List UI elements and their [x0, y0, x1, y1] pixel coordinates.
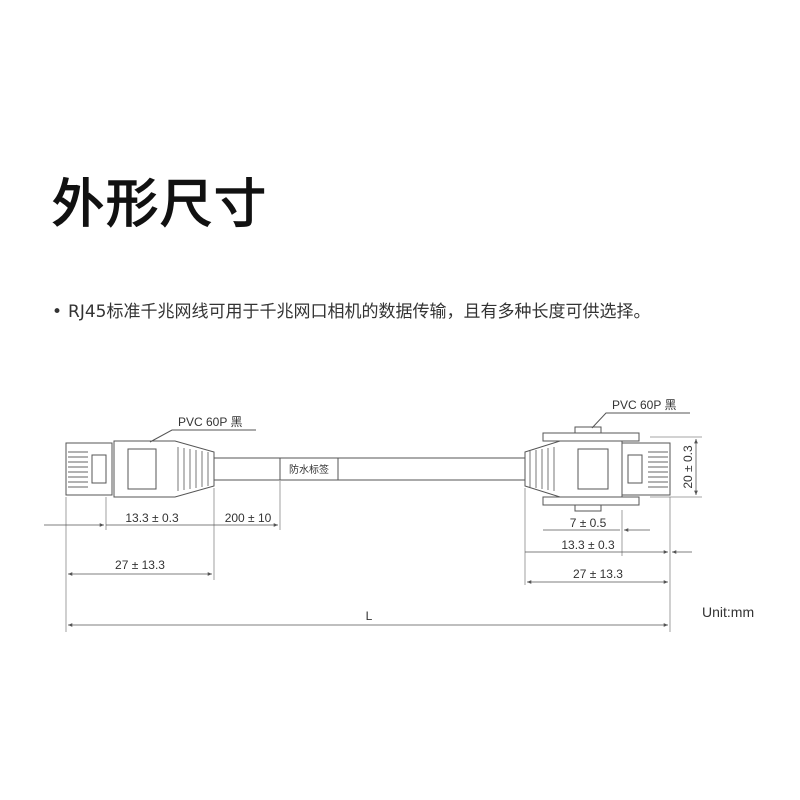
waterproof-label-tag [279, 457, 339, 481]
dim-right-boot-text: 13.3 ± 0.3 [561, 538, 615, 552]
dim-height-text: 20 ± 0.3 [681, 445, 695, 489]
dim-length-text: L [366, 609, 373, 623]
dim-label-offset-text: 200 ± 10 [225, 511, 272, 525]
bullet-marker: • [52, 302, 63, 322]
description-bullet: •RJ45标准千兆网线可用于千兆网口相机的数据传输，且有多种长度可供选择。 [52, 300, 651, 324]
left-material-label: PVC 60P 黑 [178, 415, 242, 429]
right-boot-window [577, 448, 609, 490]
dim-left-total-text: 27 ± 13.3 [115, 558, 165, 572]
right-material-callout [591, 412, 690, 429]
left-plug-latch [91, 454, 107, 484]
right-plug-latch [627, 454, 643, 484]
dim-right-screw-text: 7 ± 0.5 [570, 516, 607, 530]
right-boot-ribs [529, 447, 555, 491]
left-material-callout [149, 429, 256, 443]
waterproof-label-text: 防水标签 [289, 463, 329, 476]
page-title: 外形尺寸 [52, 175, 269, 235]
left-plug-contacts [68, 451, 88, 488]
cable [214, 457, 525, 481]
unit-label: Unit:mm [702, 604, 754, 620]
right-screw-top [542, 432, 640, 442]
right-screw-bottom-head [574, 504, 602, 512]
left-connector [65, 440, 215, 498]
right-screw-bottom [542, 496, 640, 506]
right-material-label: PVC 60P 黑 [612, 398, 676, 412]
left-boot-ribs [177, 447, 209, 491]
dim-left-boot-text: 13.3 ± 0.3 [125, 511, 179, 525]
left-boot-window [127, 448, 157, 490]
dim-right-total-text: 27 ± 13.3 [573, 567, 623, 581]
description-text: RJ45标准千兆网线可用于千兆网口相机的数据传输，且有多种长度可供选择。 [68, 302, 651, 322]
right-connector [524, 426, 671, 512]
right-plug-contacts [648, 451, 668, 488]
extension-lines [65, 436, 702, 632]
right-screw-top-head [574, 426, 602, 434]
